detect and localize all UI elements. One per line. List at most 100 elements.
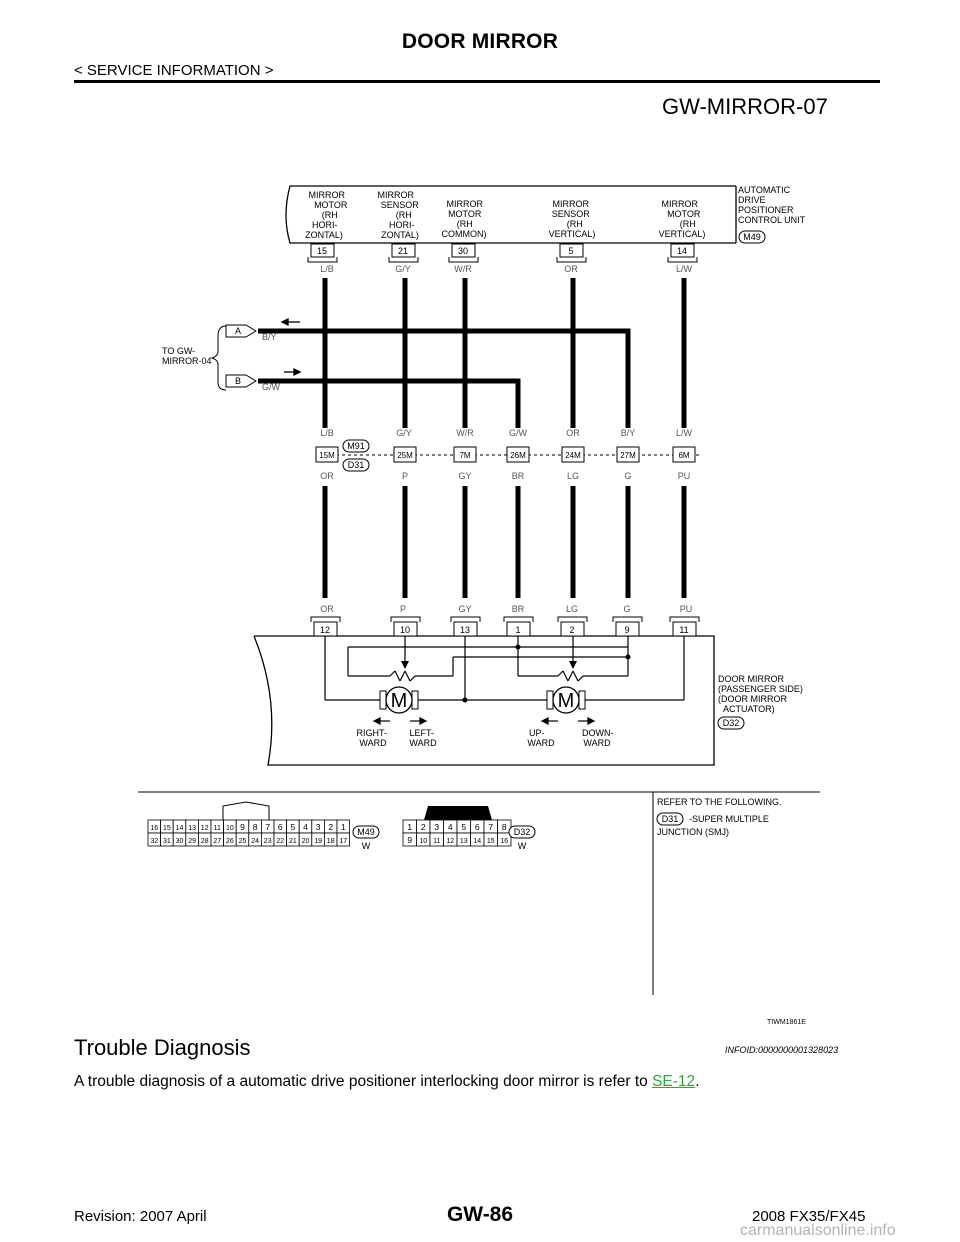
connector-pin-number: 30 [176, 838, 184, 845]
connector-pin-number: 25 [239, 838, 247, 845]
svg-text:LG: LG [566, 604, 578, 614]
svg-text:2: 2 [569, 625, 574, 635]
junction-pin-labels: 15M 25M 7M 26M 24M 27M 6M [319, 451, 690, 460]
connector-pin-number: 20 [302, 838, 310, 845]
to-ref-brace [210, 325, 227, 391]
connector-pin-number: 3 [434, 822, 439, 832]
ref-flag-a: A [225, 324, 257, 338]
to-ref-label: TO GW- MIRROR-04 [162, 346, 212, 366]
info-id: INFOID:0000000001328023 [725, 1045, 839, 1055]
refer-desc: -SUPER MULTIPLE JUNCTION (SMJ) [657, 814, 771, 837]
connector-pin-number: 14 [176, 825, 184, 832]
svg-text:13: 13 [460, 625, 470, 635]
breadcrumb: < SERVICE INFORMATION > [74, 62, 274, 79]
svg-text:OR: OR [566, 428, 580, 438]
connector-cell [497, 832, 512, 847]
label-left-ward: LEFT- WARD [409, 728, 437, 748]
arrow-left-icon [372, 717, 381, 725]
svg-text:PU: PU [678, 471, 691, 481]
connector-pin-number: 1 [407, 822, 412, 832]
cu-pin-15: 15 [317, 246, 327, 256]
label-down-ward: DOWN- WARD [582, 728, 616, 748]
junction-d31-label: D31 [348, 460, 365, 470]
d32-badge [508, 825, 536, 839]
body-text-prefix: A trouble diagnosis of a automatic drive… [74, 1073, 653, 1090]
section-heading: Trouble Diagnosis [74, 1035, 251, 1060]
connector-pin-number: 10 [226, 825, 234, 832]
connector-pin-number: 9 [240, 822, 245, 832]
cu-connector-badge [738, 230, 766, 244]
connector-pin-number: 22 [276, 838, 284, 845]
svg-text:15M: 15M [319, 451, 335, 460]
connector-pin-number: 11 [433, 838, 440, 845]
se-12-link[interactable]: SE-12 [652, 1073, 696, 1090]
svg-text:M: M [391, 690, 408, 712]
connector-pin-number: 24 [251, 838, 259, 845]
cu-connector-label: M49 [743, 232, 761, 242]
svg-text:B: B [235, 376, 241, 386]
actuator-pin-labels: 12 10 13 1 2 9 11 [320, 625, 689, 635]
footer-revision: Revision: 2007 April [74, 1208, 207, 1225]
connector-pin-number: 5 [461, 822, 466, 832]
connector-pin-number: 28 [201, 838, 209, 845]
svg-text:P: P [402, 471, 408, 481]
connector-pin-number: 6 [278, 822, 283, 832]
body-text-suffix: . [695, 1073, 700, 1090]
watermark: carmanualsonline.info [740, 1222, 896, 1239]
svg-text:7M: 7M [459, 451, 470, 460]
svg-text:G: G [623, 604, 630, 614]
actuator-wire-colors: OR P GY BR LG G PU [320, 604, 692, 614]
svg-text:G: G [624, 471, 631, 481]
svg-text:M: M [558, 690, 575, 712]
connector-pin-number: 1 [341, 822, 346, 832]
connector-pin-number: 31 [163, 838, 171, 845]
connector-pin-number: 21 [289, 838, 297, 845]
d32-color: W [518, 841, 527, 851]
label-up-ward: UP- WARD [527, 728, 555, 748]
svg-text:25M: 25M [397, 451, 413, 460]
svg-text:G/W: G/W [509, 428, 528, 438]
connector-pin-number: 26 [226, 838, 234, 845]
m49-badge-label: M49 [357, 827, 375, 837]
svg-text:9: 9 [624, 625, 629, 635]
upper-wires [258, 278, 687, 428]
footer-model: 2008 FX35/FX45 [752, 1208, 866, 1225]
svg-text:11: 11 [679, 625, 688, 635]
svg-text:BR: BR [512, 604, 525, 614]
connector-pin-number: 23 [264, 838, 272, 845]
connector-pin-number: 16 [500, 838, 508, 845]
connector-pin-number: 14 [473, 838, 481, 845]
figure-code: TIWM1861E [767, 1019, 806, 1026]
connector-pin-number: 16 [150, 825, 158, 832]
cu-pin-14: 14 [677, 246, 687, 256]
connector-pin-number: 29 [188, 838, 196, 845]
refer-title: REFER TO THE FOLLOWING. [657, 797, 782, 807]
connector-pin-number: 17 [339, 838, 347, 845]
header-rule [74, 80, 880, 83]
actuator-connector-badge [717, 716, 745, 730]
refer-connector-badge [656, 812, 684, 826]
arrow-right-icon [293, 367, 302, 377]
connector-pin-number: 12 [446, 838, 454, 845]
cu-pins [310, 243, 695, 258]
wire-color-l-b: L/B [320, 264, 334, 274]
connector-pin-number: 15 [163, 825, 171, 832]
refer-connector-label: D31 [662, 814, 679, 824]
m49-latch [222, 801, 270, 820]
arrow-left-icon [540, 717, 549, 725]
svg-text:6M: 6M [678, 451, 689, 460]
m49-color: W [362, 841, 371, 851]
svg-text:12: 12 [320, 625, 330, 635]
svg-text:B/Y: B/Y [621, 428, 636, 438]
cu-pin-30: 30 [458, 246, 468, 256]
connector-pin-number: 11 [214, 825, 221, 832]
svg-text:GY: GY [458, 604, 471, 614]
actuator-box [253, 635, 715, 766]
control-unit-name: AUTOMATIC DRIVE POSITIONER CONTROL UNIT [738, 185, 806, 225]
svg-text:L/W: L/W [676, 428, 693, 438]
connector-pin-number: 8 [502, 822, 507, 832]
connector-pin-number: 10 [419, 838, 427, 845]
svg-text:G/Y: G/Y [396, 428, 412, 438]
